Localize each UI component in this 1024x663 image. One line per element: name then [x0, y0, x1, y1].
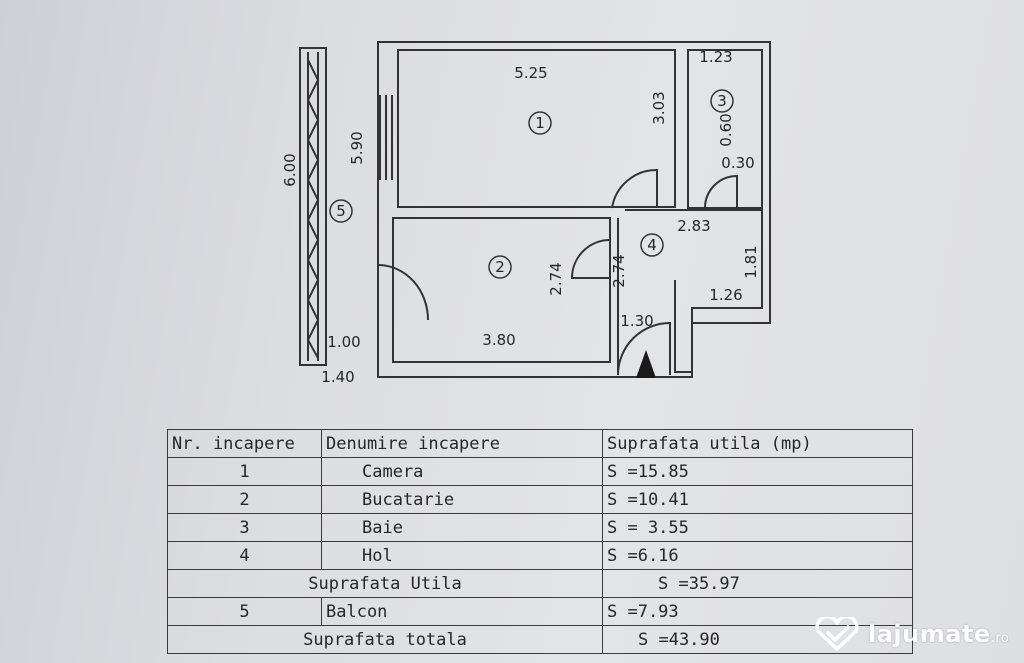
dim-hall-small: 1.26 — [709, 286, 742, 304]
cell-area: S =10.41 — [602, 485, 913, 514]
header-nr: Nr. incapere — [167, 429, 322, 458]
door-room2-hall — [570, 239, 611, 279]
table-header-row: Nr. incapere Denumire incapere Suprafata… — [167, 429, 913, 458]
cell-area: S =6.16 — [602, 541, 913, 570]
watermark-logo: lajumate.ro — [814, 614, 1009, 654]
dim-hall-height: 2.74 — [610, 254, 628, 287]
dim-top-room-height: 3.03 — [650, 91, 668, 124]
dim-kitchen-height: 2.74 — [547, 262, 565, 295]
room-marker-3: 3 — [717, 92, 727, 110]
room-marker-1: 1 — [535, 114, 545, 132]
table-row: 2 Bucatarie S =10.41 — [167, 485, 913, 514]
cell-nr: 4 — [167, 541, 322, 570]
hall-wall — [625, 209, 763, 373]
table-row: 3 Baie S = 3.55 — [167, 513, 913, 542]
area-table: Nr. incapere Denumire incapere Suprafata… — [167, 429, 913, 654]
dim-bath-depth: 0.60 — [717, 113, 735, 146]
heart-check-icon — [815, 617, 859, 651]
total-area-label: Suprafata totala — [167, 625, 603, 654]
window — [379, 95, 393, 180]
dim-balcony-width: 1.40 — [321, 368, 354, 386]
cell-name: Hol — [321, 541, 603, 570]
room-marker-2: 2 — [495, 258, 505, 276]
total-area-row: Suprafata totala S =43.90 — [167, 625, 913, 654]
header-area: Suprafata utila (mp) — [602, 429, 913, 458]
entry-arrow-icon — [636, 350, 656, 378]
room-1-wall — [397, 49, 676, 208]
cell-nr: 5 — [167, 597, 322, 626]
floor-plan: 1 2 3 4 5 5.25 3.03 1.23 0.60 0.30 6.00 … — [281, 41, 771, 386]
balcony-rail — [307, 52, 319, 361]
balcony-outline — [299, 47, 327, 366]
useful-area-value: S =35.97 — [602, 569, 913, 598]
dim-top-room-width: 5.25 — [514, 64, 547, 82]
door-entry — [617, 321, 671, 376]
cell-area: S =15.85 — [602, 457, 913, 486]
cell-area: S =7.93 — [602, 597, 913, 626]
dim-bath-step: 0.30 — [721, 154, 754, 172]
door-room1 — [611, 168, 658, 209]
dim-balcony-inner: 5.90 — [348, 131, 366, 164]
balcony-zigzag — [306, 59, 320, 359]
room-marker-5: 5 — [336, 202, 346, 220]
door-kitchen — [377, 264, 429, 321]
door-bath — [704, 174, 738, 209]
dim-hall-width: 2.83 — [677, 217, 710, 235]
cell-nr: 2 — [167, 485, 322, 514]
total-area-value: S =43.90 — [602, 625, 913, 654]
watermark-text: lajumate.ro — [868, 620, 1010, 648]
header-name: Denumire incapere — [321, 429, 603, 458]
balcony-row: 5 Balcon S =7.93 — [167, 597, 913, 626]
table-row: 4 Hol S =6.16 — [167, 541, 913, 570]
dim-hall-side: 1.81 — [742, 245, 760, 278]
table-row: 1 Camera S =15.85 — [167, 457, 913, 486]
dim-entry-width: 1.30 — [620, 312, 653, 330]
room-2-wall — [392, 217, 611, 363]
room-marker-4: 4 — [647, 236, 657, 254]
useful-area-label: Suprafata Utila — [167, 569, 603, 598]
dim-kitchen-width: 3.80 — [482, 331, 515, 349]
cell-nr: 3 — [167, 513, 322, 542]
dim-bath-width: 1.23 — [699, 48, 732, 66]
cell-name: Bucatarie — [321, 485, 603, 514]
dim-balcony-end: 1.00 — [327, 333, 360, 351]
cell-nr: 1 — [167, 457, 322, 486]
dim-balcony-total: 6.00 — [281, 153, 299, 186]
cell-name: Balcon — [321, 597, 603, 626]
room-3-wall — [687, 49, 763, 209]
cell-name: Camera — [321, 457, 603, 486]
cell-name: Baie — [321, 513, 603, 542]
useful-area-row: Suprafata Utila S =35.97 — [167, 569, 913, 598]
cell-area: S = 3.55 — [602, 513, 913, 542]
